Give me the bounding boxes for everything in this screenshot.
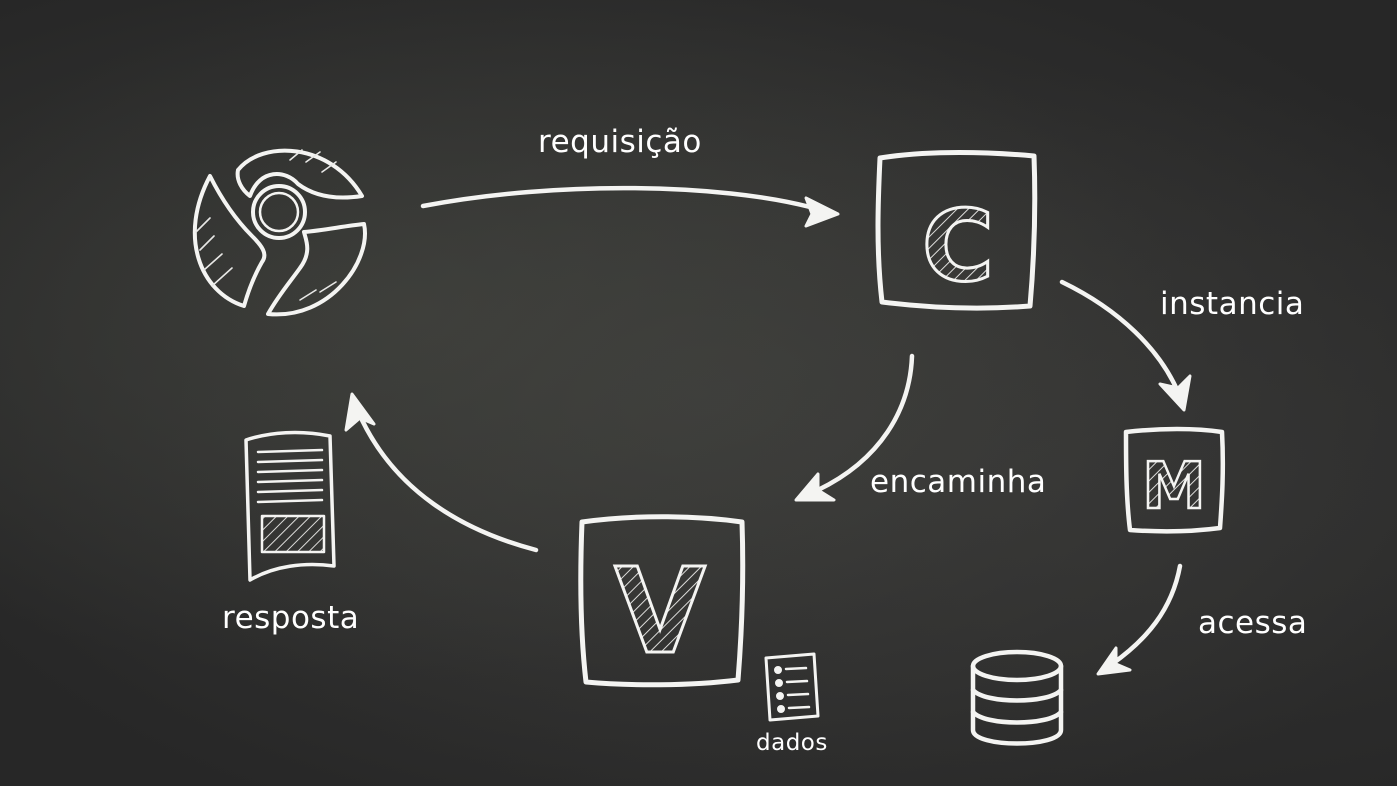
arrow-resposta [344, 392, 539, 553]
label-acessa: acessa [1198, 605, 1308, 641]
label-instancia: instancia [1160, 286, 1305, 322]
database-icon [970, 649, 1064, 746]
document-icon [244, 430, 336, 582]
label-encaminha: encaminha [870, 464, 1047, 500]
label-dados: dados [756, 730, 828, 756]
view-box: V [578, 514, 746, 688]
controller-box: C [875, 150, 1038, 311]
arrow-requisicao [420, 185, 840, 228]
view-letter: V [614, 542, 705, 680]
browser-icon [192, 148, 367, 317]
arrow-encaminha [794, 353, 915, 502]
arrow-instancia [1059, 279, 1192, 412]
controller-letter: C [922, 190, 994, 304]
model-box: M [1123, 426, 1226, 534]
data-list-icon [764, 652, 820, 722]
label-resposta: resposta [222, 600, 360, 636]
label-requisicao: requisição [538, 124, 702, 160]
model-letter: M [1142, 450, 1206, 524]
arrow-acessa [1096, 563, 1183, 676]
